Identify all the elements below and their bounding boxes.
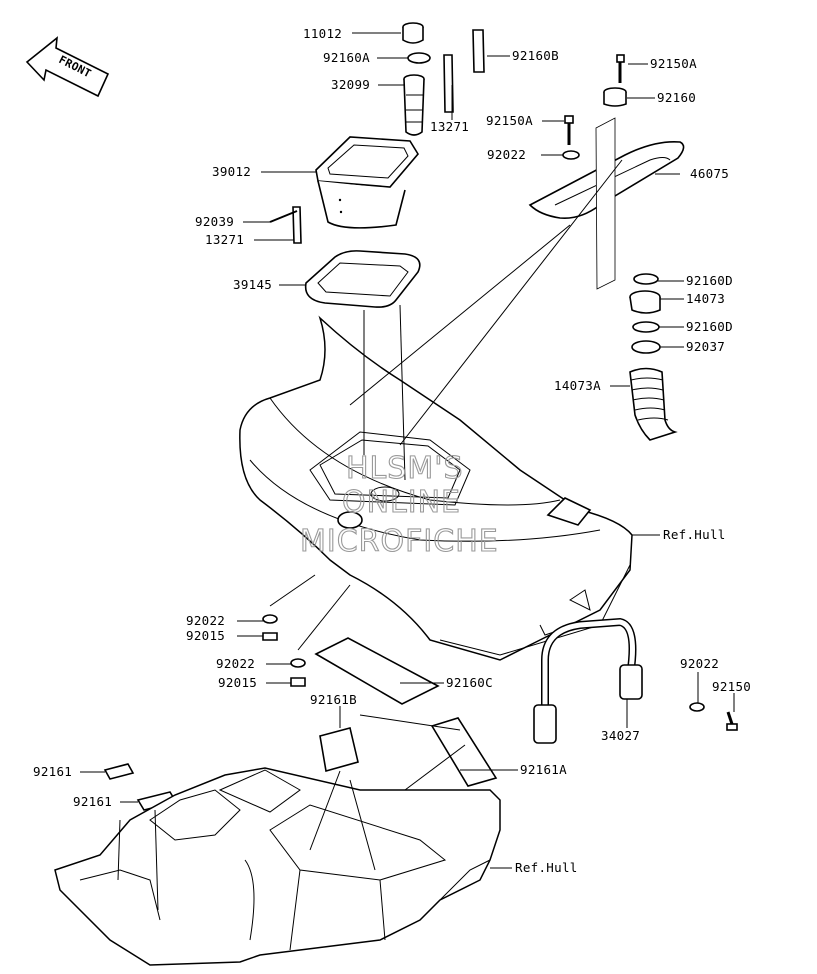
- label-92015-a[interactable]: 92015: [186, 628, 225, 643]
- label-92160B[interactable]: 92160B: [512, 48, 559, 63]
- label-92022-top[interactable]: 92022: [487, 147, 526, 162]
- watermark-line3: MICROFICHE: [300, 524, 499, 559]
- o-ring-92160D-b: [632, 321, 660, 333]
- label-92160C[interactable]: 92160C: [446, 675, 493, 690]
- nut-92015-a: [262, 632, 278, 641]
- label-92160[interactable]: 92160: [657, 90, 696, 105]
- label-92022-right[interactable]: 92022: [680, 656, 719, 671]
- lower-hull-outline: [54, 767, 501, 966]
- label-13271-low[interactable]: 13271: [205, 232, 244, 247]
- label-92161-a[interactable]: 92161: [33, 764, 72, 779]
- watermark-line2: ONLINE: [342, 485, 461, 520]
- label-92039[interactable]: 92039: [195, 214, 234, 229]
- front-arrow-icon: FRONT: [25, 36, 110, 98]
- leader-lines: [80, 32, 735, 911]
- watermark-line1: HLSM'S: [346, 451, 464, 486]
- label-14073[interactable]: 14073: [686, 291, 725, 306]
- cap-11012: [402, 22, 424, 44]
- storage-bucket-39012: [315, 136, 419, 229]
- pad-92160B: [472, 29, 485, 73]
- label-92022-a[interactable]: 92022: [186, 613, 225, 628]
- tube-32099: [403, 74, 425, 136]
- pin-92039: [269, 210, 298, 223]
- gasket-39145: [304, 250, 421, 308]
- pad-92161A: [430, 717, 498, 787]
- label-ref-hull-top[interactable]: Ref.Hull: [663, 527, 726, 542]
- label-11012[interactable]: 11012: [303, 26, 342, 41]
- bolt-92150A-top: [616, 54, 625, 83]
- washer-92022-right: [689, 702, 705, 712]
- label-13271-top[interactable]: 13271: [430, 119, 469, 134]
- label-39145[interactable]: 39145: [233, 277, 272, 292]
- label-92150[interactable]: 92150: [712, 679, 751, 694]
- label-92160A[interactable]: 92160A: [323, 50, 370, 65]
- o-ring-92160D-a: [633, 273, 659, 285]
- bracket-13271-lower: [292, 206, 302, 244]
- label-92022-b[interactable]: 92022: [216, 656, 255, 671]
- stern-handle-34027: [533, 617, 643, 744]
- label-92161-b[interactable]: 92161: [73, 794, 112, 809]
- label-34027[interactable]: 34027: [601, 728, 640, 743]
- label-92150A-mid[interactable]: 92150A: [486, 113, 533, 128]
- rubber-92160: [603, 87, 627, 107]
- label-92161A[interactable]: 92161A: [520, 762, 567, 777]
- bolt-92150A-mid: [564, 115, 574, 145]
- label-92015-b[interactable]: 92015: [218, 675, 257, 690]
- mat-92160C: [314, 637, 440, 705]
- label-46075[interactable]: 46075: [690, 166, 729, 181]
- clamp-92037: [631, 340, 661, 354]
- o-ring-92160A: [407, 52, 431, 64]
- label-ref-hull-bottom[interactable]: Ref.Hull: [515, 860, 578, 875]
- label-32099[interactable]: 32099: [331, 77, 370, 92]
- bracket-13271-upper: [443, 54, 454, 113]
- label-92150A-top[interactable]: 92150A: [650, 56, 697, 71]
- part-labels: 11012 92160A 92160B 32099 13271 92150A 9…: [33, 26, 751, 875]
- bolt-92150: [726, 711, 738, 731]
- collar-14073: [629, 290, 661, 314]
- nut-92015-b: [290, 677, 306, 687]
- watermark: HLSM'S ONLINE MICROFICHE: [299, 450, 499, 559]
- label-92160D-a[interactable]: 92160D: [686, 273, 733, 288]
- label-92160D-b[interactable]: 92160D: [686, 319, 733, 334]
- pad-92161-a: [103, 763, 135, 780]
- hull-deck-outline: [239, 315, 633, 661]
- label-14073A[interactable]: 14073A: [554, 378, 601, 393]
- label-39012[interactable]: 39012: [212, 164, 251, 179]
- washer-92022-a: [262, 614, 278, 624]
- pad-92161B: [319, 727, 359, 773]
- washer-92022-b: [290, 658, 306, 668]
- label-92161B[interactable]: 92161B: [310, 692, 357, 707]
- washer-92022-top: [562, 150, 580, 160]
- label-92037[interactable]: 92037: [686, 339, 725, 354]
- hose-14073A: [629, 367, 678, 441]
